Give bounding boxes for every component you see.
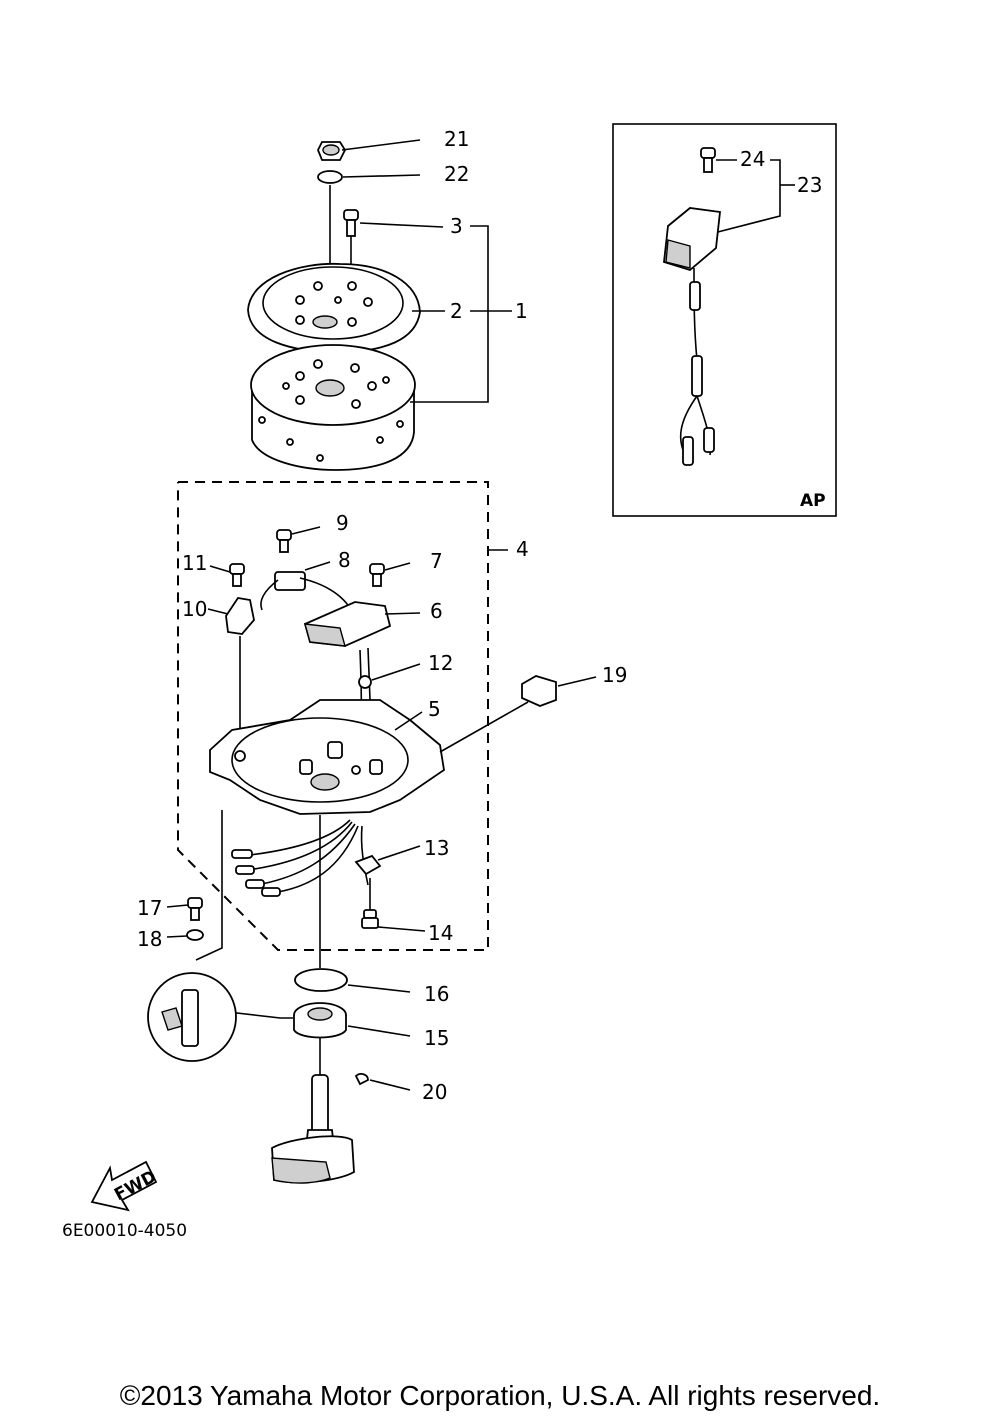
washer-part [317,170,343,184]
callout-6: 6 [430,599,443,623]
screw-part [343,209,359,237]
stator-assembly [177,481,597,951]
callout-12: 12 [428,651,453,675]
callout-24: 24 [740,147,765,171]
pulser-coil [260,571,356,621]
callout-18: 18 [137,927,162,951]
screw-part [276,529,292,553]
callout-19: 19 [602,663,627,687]
screw-part [361,909,379,929]
woodruff-key [354,1073,369,1086]
callout-labels: 21 22 3 2 1 24 23 9 4 11 8 7 10 6 12 19 … [62,127,826,1241]
callout-3: 3 [450,214,463,238]
callout-13: 13 [424,836,449,860]
lower-parts: FWD [90,810,411,1212]
inset-tag: AP [800,491,826,511]
oil-seal [293,1002,347,1039]
stator-base [209,699,445,815]
callout-11: 11 [182,551,207,575]
screw-part [369,563,385,587]
flywheel-cover [247,262,421,353]
callout-15: 15 [424,1026,449,1050]
callout-2: 2 [450,299,463,323]
callout-20: 20 [422,1080,447,1104]
callout-17: 17 [137,896,162,920]
copyright-notice: ©2013 Yamaha Motor Corporation, U.S.A. A… [119,1380,881,1411]
screw-part [187,897,203,921]
flywheel-assembly [247,139,512,471]
callout-10: 10 [182,597,207,621]
callout-23: 23 [797,173,822,197]
crankshaft [271,1074,355,1184]
rectifier-part [663,207,721,272]
nut-part [317,141,347,161]
callout-22: 22 [444,162,469,186]
callout-9: 9 [336,511,349,535]
callout-4: 4 [516,537,529,561]
flywheel-rotor [250,344,416,471]
callout-7: 7 [430,549,443,573]
seal-detail-callout [147,972,237,1062]
source-coil [303,601,392,647]
fwd-arrow-icon: FWD [90,1160,160,1212]
callout-16: 16 [424,982,449,1006]
callout-1: 1 [515,299,528,323]
callout-14: 14 [428,921,453,945]
charge-coil [225,597,255,635]
diagram-code: 6E00010-4050 [62,1221,187,1241]
connector-part [521,675,557,707]
callout-5: 5 [428,697,441,721]
screw-part [700,147,716,173]
inset-box [612,123,837,517]
callout-8: 8 [338,548,351,572]
screw-part [229,563,245,587]
callout-21: 21 [444,127,469,151]
